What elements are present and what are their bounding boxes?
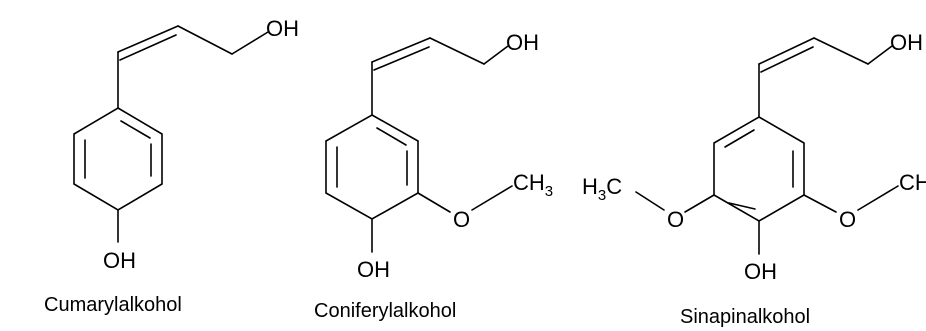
bond <box>429 37 485 65</box>
bond <box>803 194 837 213</box>
oxygen-label: O <box>839 207 856 232</box>
bond <box>728 202 756 210</box>
bond <box>760 46 814 73</box>
methyl-label: CH3 <box>513 170 553 200</box>
methyl-label: H3C <box>582 174 622 204</box>
oh-label: OH <box>744 259 777 284</box>
bond <box>120 120 151 139</box>
oh-label: OH <box>103 248 136 273</box>
oh-label: OH <box>266 16 299 41</box>
bond <box>857 185 899 211</box>
oxygen-label: O <box>453 207 470 232</box>
oh-label: OH <box>890 30 923 55</box>
bond <box>417 192 451 213</box>
bond <box>684 194 715 213</box>
molecule-name: Coniferylalkohol <box>314 300 456 322</box>
methyl-label: CH3 <box>899 170 926 200</box>
bond <box>471 185 513 211</box>
molecule-name: Cumarylalkohol <box>44 294 182 316</box>
bond <box>231 31 269 55</box>
benzene-ring <box>73 107 163 211</box>
bond <box>376 127 407 146</box>
bond <box>177 25 233 55</box>
bond <box>483 45 509 65</box>
bond <box>813 37 869 65</box>
oh-label: OH <box>357 257 390 282</box>
bond <box>119 34 177 61</box>
bond <box>867 45 893 65</box>
molecule-sinapinalkohol: OH H3C O O CH3 OH Sinapinalkohol <box>582 30 926 328</box>
bond <box>758 37 815 65</box>
bond <box>635 191 665 211</box>
bond <box>117 25 179 53</box>
oh-label: OH <box>506 30 539 55</box>
molecule-coniferylalkohol: OH O CH3 OH Coniferylalkohol <box>314 30 553 322</box>
molecule-cumarylalkohol: OH OH Cumarylalkohol <box>44 16 299 316</box>
benzene-ring <box>713 116 805 222</box>
bond <box>724 129 755 148</box>
benzene-ring <box>325 114 419 220</box>
bond <box>371 37 431 63</box>
molecule-name: Sinapinalkohol <box>680 306 810 328</box>
oxygen-label: O <box>667 207 684 232</box>
bond <box>373 46 430 71</box>
